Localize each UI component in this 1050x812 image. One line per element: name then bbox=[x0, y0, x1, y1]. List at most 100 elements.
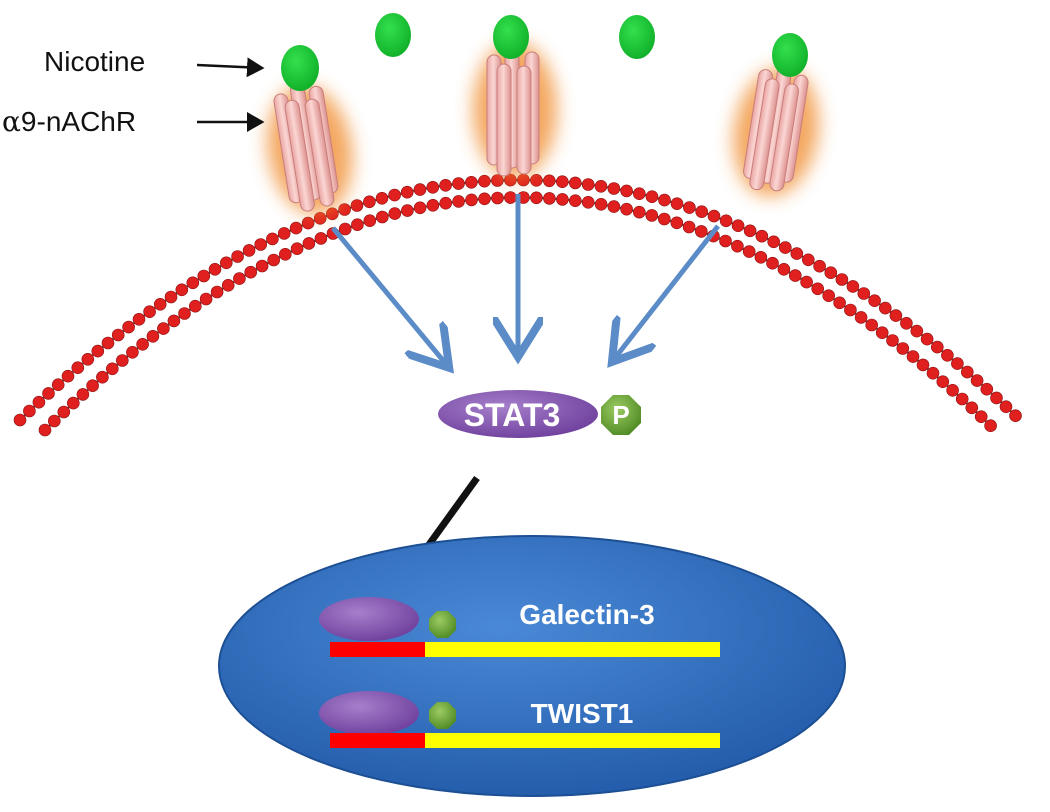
lipid-head bbox=[126, 345, 139, 359]
receptor-left bbox=[267, 82, 353, 215]
lipid-head bbox=[594, 180, 608, 193]
lipid-head bbox=[465, 193, 478, 207]
lipid-head bbox=[491, 191, 504, 205]
lipid-head bbox=[984, 419, 997, 433]
signal-arrow-right bbox=[615, 224, 720, 358]
lipid-head bbox=[581, 178, 595, 191]
lipid-head bbox=[363, 214, 377, 227]
lipid-head bbox=[13, 413, 27, 427]
lipid-head bbox=[199, 292, 213, 306]
lipid-head bbox=[221, 278, 235, 292]
lipid-head bbox=[965, 401, 979, 415]
lipid-head bbox=[136, 337, 149, 351]
galectin-3-label: Galectin-3 bbox=[519, 599, 654, 630]
nicotine-free-1 bbox=[375, 13, 411, 57]
lipid-head bbox=[707, 209, 721, 223]
lipid-head bbox=[76, 388, 90, 401]
lipid-head bbox=[242, 244, 256, 257]
lipid-head bbox=[167, 314, 181, 328]
lipid-head bbox=[254, 238, 268, 251]
lipid-head bbox=[111, 328, 125, 342]
lipid-head bbox=[132, 312, 146, 326]
receptor-center bbox=[473, 42, 557, 178]
lipid-head bbox=[889, 309, 903, 322]
lipid-head bbox=[767, 235, 781, 249]
lipid-head bbox=[620, 202, 633, 216]
lipid-head bbox=[220, 256, 233, 270]
lipid-head bbox=[875, 326, 889, 340]
lipid-head bbox=[542, 174, 556, 188]
nicotine-bound-center bbox=[493, 15, 529, 59]
promoter-bar bbox=[330, 733, 425, 748]
lipid-heads bbox=[13, 173, 1022, 437]
lipid-head bbox=[670, 216, 684, 230]
lipid-head bbox=[388, 188, 401, 202]
lipid-head bbox=[38, 423, 52, 437]
lipid-head bbox=[865, 318, 879, 332]
lipid-head bbox=[146, 329, 160, 343]
phosphate-octagon-small-icon bbox=[429, 702, 456, 729]
lipid-head bbox=[868, 294, 881, 308]
lipid-head bbox=[267, 253, 281, 267]
stat3-oval bbox=[438, 390, 598, 438]
lipid-head bbox=[401, 204, 414, 217]
lipid-head bbox=[543, 192, 556, 205]
lipid-head bbox=[81, 352, 95, 366]
lipid-head bbox=[91, 344, 105, 358]
lipid-head bbox=[920, 332, 934, 346]
lipid-head bbox=[186, 276, 200, 290]
lipid-head bbox=[289, 221, 303, 235]
lipid-head bbox=[754, 250, 768, 264]
lipid-head bbox=[900, 316, 913, 330]
lipid-head bbox=[1009, 409, 1022, 423]
lipid-head bbox=[23, 404, 36, 418]
lipid-head bbox=[51, 378, 65, 392]
lipid-head bbox=[930, 340, 944, 354]
lipid-head bbox=[530, 191, 543, 205]
lipid-head bbox=[886, 334, 899, 347]
nicotine-pointer-arrow bbox=[196, 57, 265, 78]
lipid-head bbox=[824, 266, 838, 280]
lipid-head bbox=[731, 219, 745, 232]
lipid-head bbox=[955, 392, 969, 406]
lipid-head bbox=[452, 177, 465, 190]
lipid-head bbox=[941, 348, 954, 362]
lipid-head bbox=[106, 362, 119, 376]
lipid-head bbox=[530, 174, 543, 187]
lipid-head bbox=[682, 220, 696, 234]
receptor-right bbox=[733, 66, 819, 197]
lipid-head bbox=[878, 301, 892, 315]
lipid-head bbox=[71, 361, 85, 375]
gene-body-bar bbox=[425, 642, 720, 657]
lipid-head bbox=[990, 391, 1003, 405]
lipid-head bbox=[896, 342, 910, 355]
lipid-head bbox=[695, 205, 709, 218]
lipid-head bbox=[556, 193, 569, 206]
lipid-head bbox=[491, 174, 504, 187]
lipid-head bbox=[375, 192, 389, 205]
nicotine-molecules bbox=[281, 13, 808, 91]
lipid-head bbox=[32, 395, 46, 409]
lipid-head bbox=[568, 176, 582, 190]
lipid-head bbox=[910, 324, 924, 338]
lipid-head bbox=[657, 212, 671, 226]
gene-galectin-3: Galectin-3 bbox=[319, 597, 720, 657]
lipid-head bbox=[970, 374, 984, 387]
lipid-head bbox=[290, 242, 304, 255]
lipid-head bbox=[946, 383, 959, 397]
lipid-head bbox=[632, 187, 646, 200]
lipid-head bbox=[86, 379, 99, 393]
lipid-head bbox=[594, 198, 608, 211]
lipid-head bbox=[822, 289, 836, 303]
lipid-head bbox=[244, 265, 257, 279]
lipid-head bbox=[568, 194, 582, 207]
phosphate-octagon-icon bbox=[601, 395, 641, 435]
lipid-head bbox=[742, 245, 756, 258]
lipid-head bbox=[607, 200, 621, 213]
lipid-head bbox=[719, 234, 732, 248]
lipid-head bbox=[835, 273, 849, 286]
lipid-head bbox=[153, 297, 167, 311]
lipid-head bbox=[645, 209, 659, 222]
phosphorylated-stat3: STAT3 P bbox=[438, 390, 641, 438]
